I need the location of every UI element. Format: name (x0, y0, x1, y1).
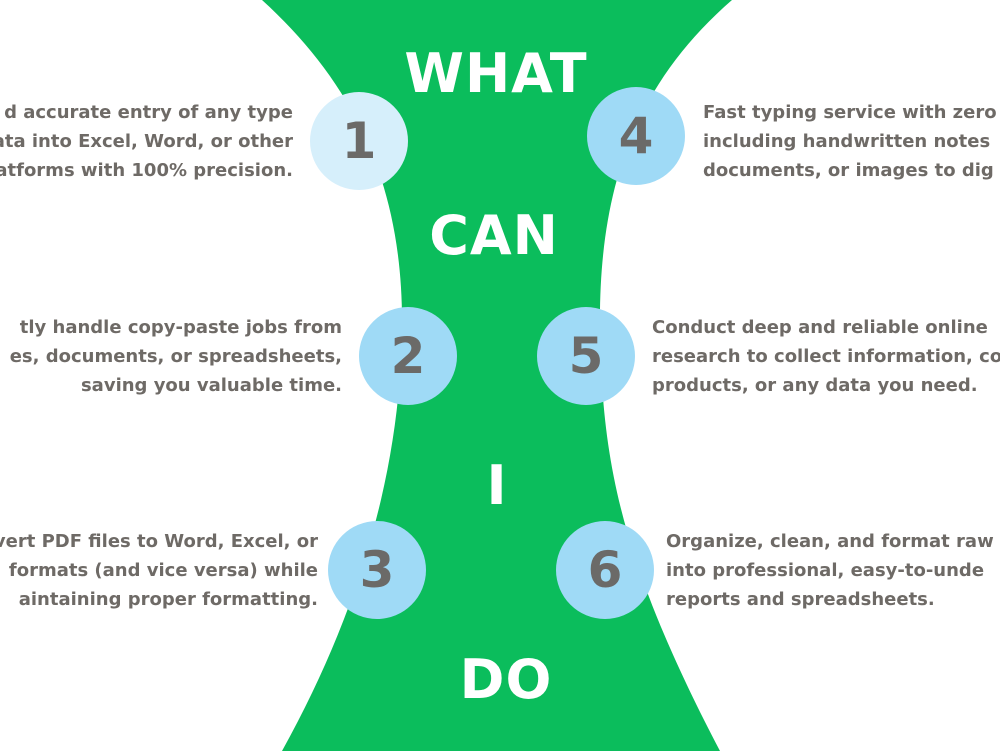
badge-4: 4 (587, 87, 685, 185)
service-2-line-1: tly handle copy-paste jobs from (19, 317, 342, 338)
service-5-description: Conduct deep and reliable online researc… (652, 313, 1000, 400)
service-1-line-2: ata into Excel, Word, or other (0, 131, 293, 152)
badge-1-number: 1 (341, 112, 377, 170)
badge-6: 6 (556, 521, 654, 619)
service-6-line-1: Organize, clean, and format raw (666, 531, 994, 552)
service-3-line-2: formats (and vice versa) while (8, 560, 318, 581)
service-6-line-3: reports and spreadsheets. (666, 589, 935, 610)
title-word-do: DO (459, 648, 553, 711)
badge-2: 2 (359, 307, 457, 405)
service-5-line-2: research to collect information, co (652, 346, 1000, 367)
service-3-line-3: aintaining proper formatting. (18, 589, 318, 610)
service-3-line-1: vert PDF files to Word, Excel, or (0, 531, 318, 552)
service-1-description: d accurate entry of any type ata into Ex… (0, 98, 293, 185)
badge-5-number: 5 (568, 327, 604, 385)
service-4-line-3: documents, or images to dig (703, 160, 994, 181)
service-6-description: Organize, clean, and format raw into pro… (666, 527, 994, 614)
title-word-i: I (486, 454, 508, 517)
badge-3-number: 3 (359, 541, 395, 599)
service-6-line-2: into professional, easy-to-unde (666, 560, 985, 581)
badge-5: 5 (537, 307, 635, 405)
badge-6-number: 6 (587, 541, 623, 599)
badge-2-number: 2 (390, 327, 426, 385)
badge-4-number: 4 (618, 107, 654, 165)
service-2-line-3: saving you valuable time. (80, 375, 342, 396)
service-3-description: vert PDF files to Word, Excel, or format… (0, 527, 318, 614)
service-4-line-2: including handwritten notes (703, 131, 991, 152)
service-5-line-3: products, or any data you need. (652, 375, 978, 396)
service-2-description: tly handle copy-paste jobs from es, docu… (10, 313, 342, 400)
service-4-line-1: Fast typing service with zero (703, 102, 997, 123)
title-word-what: WHAT (404, 42, 588, 105)
service-1-line-3: atforms with 100% precision. (0, 160, 293, 181)
service-2-line-2: es, documents, or spreadsheets, (9, 346, 342, 367)
service-4-description: Fast typing service with zero including … (703, 98, 997, 185)
service-5-line-1: Conduct deep and reliable online (652, 317, 988, 338)
badge-3: 3 (328, 521, 426, 619)
service-1-line-1: d accurate entry of any type (4, 102, 293, 123)
badge-1: 1 (310, 92, 408, 190)
title-word-can: CAN (429, 204, 559, 267)
